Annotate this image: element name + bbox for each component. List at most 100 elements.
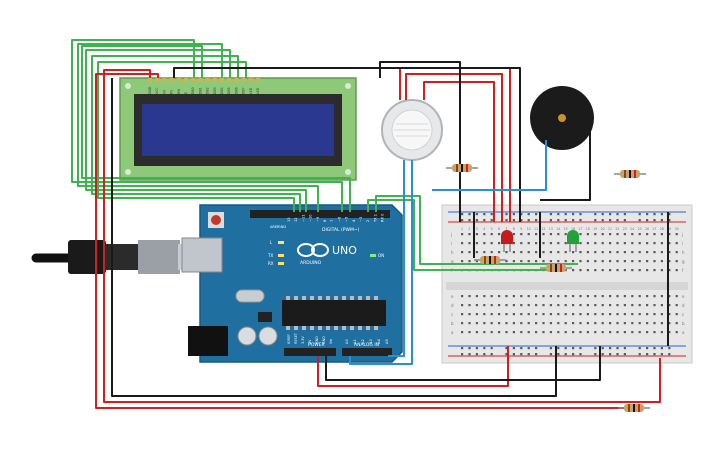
breadboard-hole[interactable] (660, 242, 663, 245)
breadboard-hole[interactable] (572, 322, 575, 325)
breadboard-hole[interactable] (512, 242, 515, 245)
breadboard-hole[interactable] (520, 251, 523, 254)
rail-hole[interactable] (609, 219, 612, 222)
breadboard-hole[interactable] (601, 242, 604, 245)
breadboard-hole[interactable] (498, 313, 501, 316)
rail-hole[interactable] (646, 219, 649, 222)
breadboard-hole[interactable] (535, 295, 538, 298)
breadboard-hole[interactable] (646, 269, 649, 272)
resistor-1[interactable] (446, 164, 478, 172)
breadboard-hole[interactable] (461, 322, 464, 325)
rail-hole[interactable] (475, 213, 478, 216)
breadboard-hole[interactable] (520, 242, 523, 245)
rail-hole[interactable] (609, 353, 612, 356)
rail-hole[interactable] (572, 213, 575, 216)
lcd-pin[interactable] (256, 78, 260, 82)
breadboard-hole[interactable] (616, 233, 619, 236)
lcd-pin[interactable] (227, 78, 232, 82)
breadboard-hole[interactable] (564, 313, 567, 316)
breadboard-hole[interactable] (475, 322, 478, 325)
rail-hole[interactable] (505, 347, 508, 350)
breadboard-hole[interactable] (579, 313, 582, 316)
breadboard-hole[interactable] (586, 304, 589, 307)
breadboard-hole[interactable] (616, 251, 619, 254)
rail-hole[interactable] (668, 347, 671, 350)
breadboard-hole[interactable] (609, 295, 612, 298)
breadboard-hole[interactable] (638, 260, 641, 263)
rail-hole[interactable] (535, 353, 538, 356)
breadboard-hole[interactable] (527, 304, 530, 307)
breadboard-hole[interactable] (579, 322, 582, 325)
breadboard-hole[interactable] (557, 313, 560, 316)
rail-hole[interactable] (535, 347, 538, 350)
rail-hole[interactable] (505, 353, 508, 356)
breadboard-hole[interactable] (638, 242, 641, 245)
breadboard-hole[interactable] (461, 251, 464, 254)
breadboard-hole[interactable] (631, 233, 634, 236)
breadboard-hole[interactable] (594, 313, 597, 316)
breadboard-hole[interactable] (572, 304, 575, 307)
breadboard-hole[interactable] (557, 331, 560, 334)
rail-hole[interactable] (668, 213, 671, 216)
breadboard-hole[interactable] (564, 260, 567, 263)
rail-hole[interactable] (616, 219, 619, 222)
breadboard-hole[interactable] (572, 313, 575, 316)
breadboard-hole[interactable] (623, 304, 626, 307)
breadboard-hole[interactable] (527, 251, 530, 254)
breadboard-hole[interactable] (549, 304, 552, 307)
breadboard-hole[interactable] (623, 251, 626, 254)
breadboard-hole[interactable] (512, 233, 515, 236)
breadboard-hole[interactable] (542, 260, 545, 263)
breadboard-hole[interactable] (675, 251, 678, 254)
breadboard-hole[interactable] (542, 251, 545, 254)
rail-hole[interactable] (601, 219, 604, 222)
breadboard-hole[interactable] (527, 260, 530, 263)
breadboard-hole[interactable] (601, 269, 604, 272)
breadboard-hole[interactable] (498, 233, 501, 236)
breadboard-hole[interactable] (542, 295, 545, 298)
rail-hole[interactable] (461, 213, 464, 216)
breadboard-hole[interactable] (505, 295, 508, 298)
resistor-5[interactable] (618, 404, 650, 412)
rail-hole[interactable] (461, 219, 464, 222)
rail-hole[interactable] (653, 219, 656, 222)
breadboard-hole[interactable] (468, 304, 471, 307)
breadboard-hole[interactable] (638, 322, 641, 325)
rail-hole[interactable] (564, 219, 567, 222)
breadboard-hole[interactable] (668, 242, 671, 245)
breadboard-hole[interactable] (520, 295, 523, 298)
breadboard-hole[interactable] (557, 251, 560, 254)
breadboard-hole[interactable] (638, 304, 641, 307)
breadboard-hole[interactable] (675, 304, 678, 307)
breadboard-hole[interactable] (586, 251, 589, 254)
rail-hole[interactable] (483, 353, 486, 356)
rail-hole[interactable] (461, 347, 464, 350)
rail-hole[interactable] (623, 213, 626, 216)
breadboard-hole[interactable] (564, 233, 567, 236)
breadboard-hole[interactable] (579, 233, 582, 236)
rail-hole[interactable] (638, 219, 641, 222)
rail-hole[interactable] (616, 347, 619, 350)
breadboard-hole[interactable] (468, 260, 471, 263)
breadboard-hole[interactable] (623, 313, 626, 316)
breadboard-hole[interactable] (564, 242, 567, 245)
breadboard-hole[interactable] (572, 251, 575, 254)
breadboard-hole[interactable] (579, 331, 582, 334)
rail-hole[interactable] (572, 353, 575, 356)
rail-hole[interactable] (520, 347, 523, 350)
breadboard-hole[interactable] (638, 313, 641, 316)
breadboard-hole[interactable] (512, 322, 515, 325)
breadboard-hole[interactable] (490, 313, 493, 316)
rail-hole[interactable] (527, 353, 530, 356)
breadboard-hole[interactable] (512, 251, 515, 254)
resistor-4[interactable] (540, 264, 572, 272)
breadboard-hole[interactable] (675, 233, 678, 236)
rail-hole[interactable] (572, 219, 575, 222)
rail-hole[interactable] (527, 219, 530, 222)
breadboard-hole[interactable] (549, 233, 552, 236)
piezo-buzzer[interactable] (530, 86, 594, 150)
rail-hole[interactable] (564, 347, 567, 350)
breadboard-hole[interactable] (498, 251, 501, 254)
breadboard-hole[interactable] (609, 251, 612, 254)
breadboard-hole[interactable] (638, 331, 641, 334)
